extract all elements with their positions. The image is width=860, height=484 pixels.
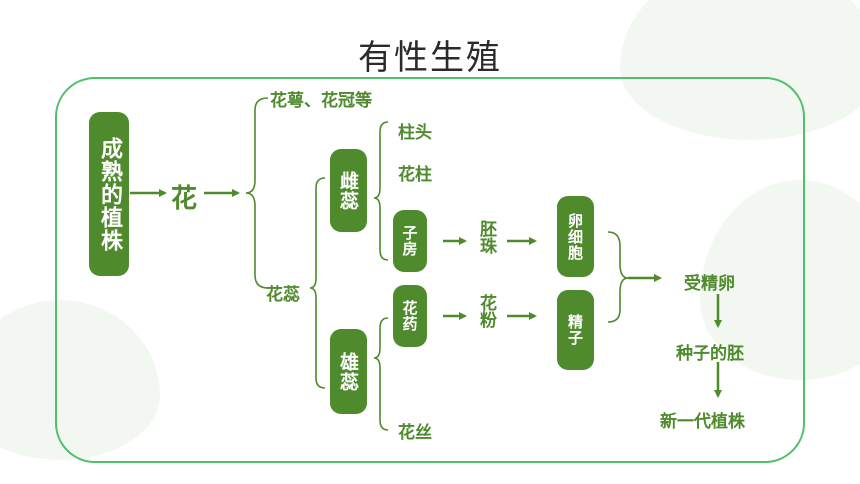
node-filament: 花丝 [398,423,432,443]
node-stamen: 雄蕊 [330,329,367,414]
content-frame [55,77,805,463]
node-ovule: 胚珠 [476,220,496,254]
brace-stamen [373,317,389,431]
node-flower: 花 [171,184,198,214]
node-mature-plant: 成熟的植株 [89,112,129,276]
node-anther: 花药 [393,285,427,347]
node-seed-embryo: 种子的胚 [676,344,744,364]
node-egg-cell: 卵细胞 [557,196,594,277]
node-new-plant: 新一代植株 [660,412,745,432]
node-ovary: 子房 [393,210,427,272]
node-sepal-petal: 花萼、花冠等 [270,91,372,111]
node-pollen: 花粉 [476,294,496,328]
background-leaf [620,0,860,140]
brace-stamen-pistil [309,177,326,389]
node-pistil: 雌蕊 [330,149,367,232]
node-style: 花柱 [398,165,432,185]
node-stamen-pistil: 花蕊 [266,285,300,305]
brace-flower [245,97,269,289]
node-zygote: 受精卵 [684,274,735,294]
brace-pistil [373,121,389,261]
node-stigma: 柱头 [398,123,432,143]
brace-fertilization [607,231,629,323]
page-title: 有性生殖 [358,38,502,78]
node-sperm: 精子 [557,290,594,370]
